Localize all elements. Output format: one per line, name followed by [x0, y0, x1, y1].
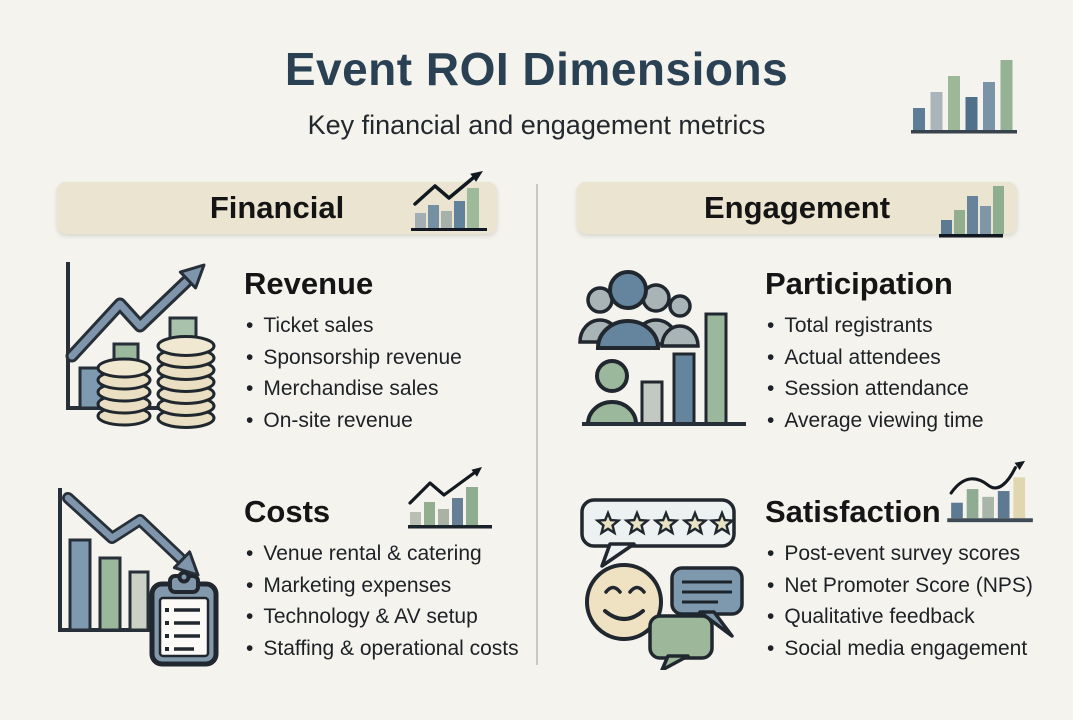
list-item: Merchandise sales: [246, 373, 462, 405]
list-item: Average viewing time: [767, 405, 983, 437]
costs-list: Venue rental & catering Marketing expens…: [246, 538, 519, 665]
list-item: Ticket sales: [246, 310, 462, 342]
list-item: Qualitative feedback: [767, 601, 1033, 633]
trend-bar-chart-icon: [411, 171, 487, 231]
mini-trend-chart-icon: [947, 460, 1033, 523]
smiley-face-icon: [585, 563, 663, 641]
list-item: Total registrants: [767, 310, 984, 342]
column-header-label: Engagement: [703, 190, 891, 225]
chat-bubbles-icon: [648, 566, 744, 670]
clipboard-icon: [149, 570, 219, 667]
participation-list: Total registrants Actual attendees Sessi…: [767, 310, 984, 437]
list-item: Net Promoter Score (NPS): [767, 570, 1033, 602]
list-item: Social media engagement: [767, 633, 1033, 665]
list-item: Venue rental & catering: [246, 538, 519, 570]
audience-bar-chart-icon: [578, 270, 746, 426]
list-item: Session attendance: [767, 373, 984, 405]
rating-feedback-icon: [580, 498, 744, 670]
list-item: Staffing & operational costs: [246, 633, 518, 665]
list-item: Technology & AV setup: [246, 601, 519, 633]
section-heading-satisfaction: Satisfaction: [765, 494, 941, 529]
column-header-label: Financial: [209, 190, 345, 225]
declining-chart-clipboard-icon: [58, 488, 219, 667]
list-item: On-site revenue: [246, 405, 462, 437]
revenue-list: Ticket sales Sponsorship revenue Merchan…: [246, 310, 462, 437]
column-header-financial: Financial: [57, 171, 497, 234]
list-item: Post-event survey scores: [767, 538, 1033, 570]
section-heading-revenue: Revenue: [244, 266, 374, 301]
bar-chart-icon: [911, 60, 1017, 134]
revenue-growth-chart-coins-icon: [65, 262, 216, 429]
star-rating-bubble-icon: [580, 498, 736, 568]
bar-chart-icon: [939, 186, 1004, 238]
people-group-icon: [578, 270, 700, 426]
column-header-engagement: Engagement: [577, 182, 1017, 238]
list-item: Marketing expenses: [246, 570, 519, 602]
satisfaction-list: Post-event survey scores Net Promoter Sc…: [767, 538, 1033, 664]
page-title: Event ROI Dimensions: [284, 43, 789, 95]
section-heading-participation: Participation: [765, 266, 953, 301]
coin-stack-icon: [96, 335, 216, 429]
column-divider: [536, 184, 538, 665]
mini-trend-chart-icon: [408, 467, 492, 529]
section-heading-costs: Costs: [244, 494, 331, 529]
list-item: Actual attendees: [767, 342, 984, 374]
list-item: Sponsorship revenue: [246, 342, 461, 374]
page-subtitle: Key financial and engagement metrics: [307, 110, 766, 140]
